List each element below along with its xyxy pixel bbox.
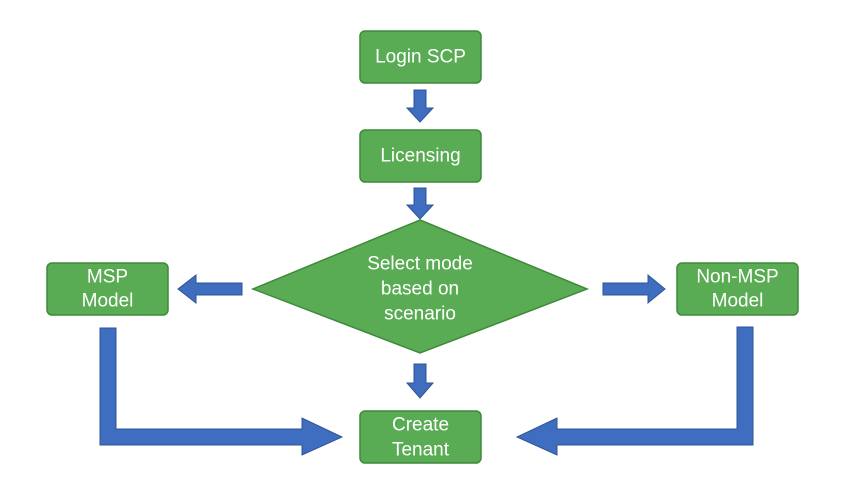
arrow-decision-to-msp: [177, 273, 243, 305]
non-msp-model-label-line-1: Non-MSP: [696, 267, 778, 288]
create-tenant-box: [359, 410, 482, 464]
non-msp-model-box: [676, 262, 799, 316]
licensing-box: [359, 129, 482, 183]
licensing-label: Licensing: [380, 146, 460, 167]
arrow-msp-to-create-tenant: [99, 327, 344, 456]
arrow-decision-to-create-tenant: [405, 363, 435, 399]
create-tenant-label-line-2: Tenant: [392, 440, 450, 461]
msp-model-label-line-2: Model: [82, 291, 134, 312]
arrow-login-to-licensing: [405, 89, 435, 123]
login-scp-box: [359, 30, 482, 84]
select-mode-decision: [250, 219, 590, 354]
msp-model-label-line-1: MSP: [87, 267, 128, 288]
decision-label-line-1: Select mode: [367, 254, 473, 275]
arrow-decision-to-non-msp: [602, 273, 666, 305]
login-scp-label: Login SCP: [375, 47, 466, 68]
decision-label-line-2: based on: [381, 279, 459, 300]
arrow-non-msp-to-create-tenant: [515, 326, 754, 456]
arrow-licensing-to-decision: [405, 187, 435, 220]
decision-label-line-3: scenario: [384, 304, 456, 325]
msp-model-box: [46, 262, 169, 316]
non-msp-model-label-line-2: Model: [712, 291, 764, 312]
create-tenant-label-line-1: Create: [392, 415, 449, 436]
